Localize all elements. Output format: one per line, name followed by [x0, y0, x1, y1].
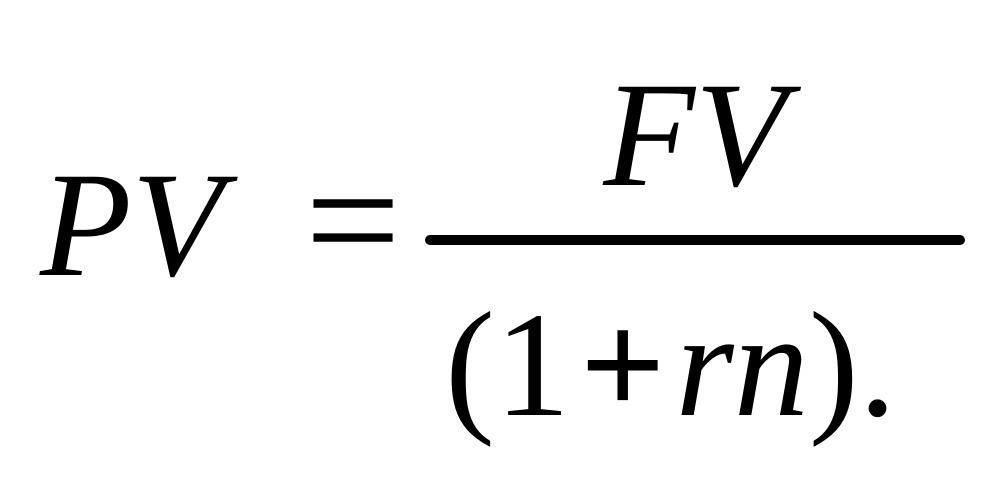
open-paren: (: [445, 282, 495, 448]
formula-lhs: PV: [40, 142, 224, 308]
plus-sign: +: [579, 282, 666, 448]
fraction-numerator: FV: [603, 52, 787, 218]
fraction: FV (1+rn).: [425, 50, 965, 470]
fraction-bar: [425, 235, 965, 245]
equals-sign: =: [305, 126, 401, 314]
close-paren-period: ).: [808, 282, 897, 448]
denominator-one: 1: [494, 282, 570, 448]
denominator-variables: rn: [675, 282, 809, 448]
fraction-denominator: (1+rn).: [445, 290, 896, 440]
